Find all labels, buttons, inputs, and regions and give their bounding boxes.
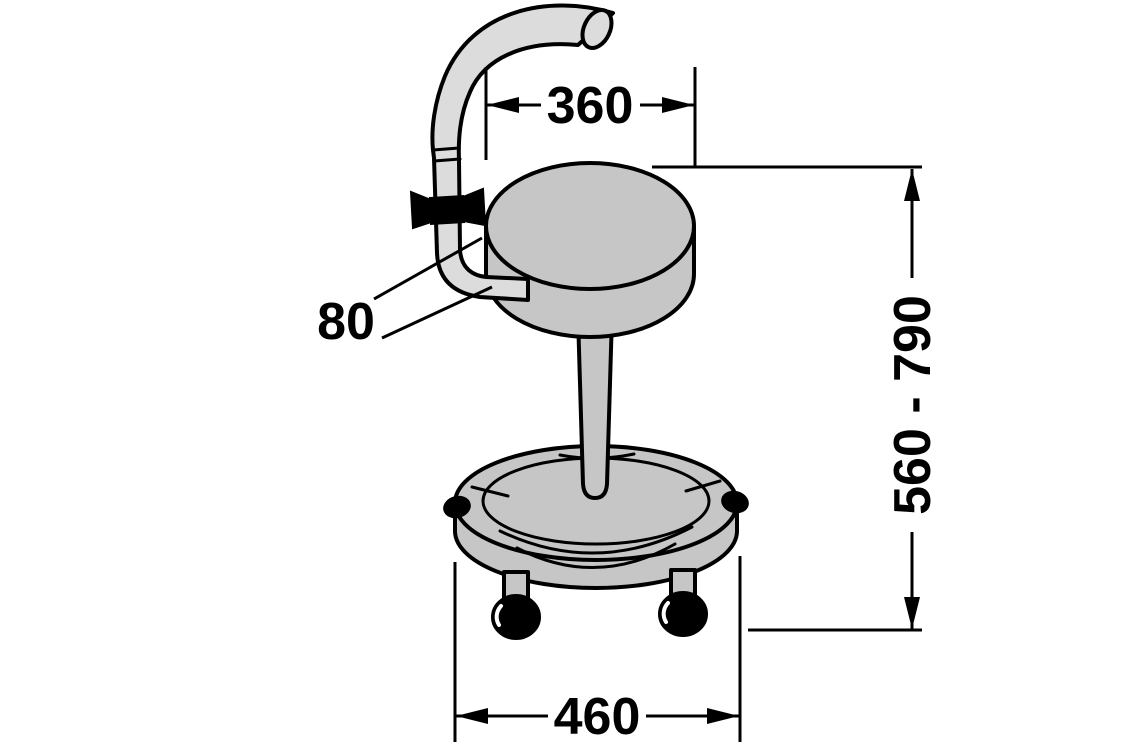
leader-line-upper bbox=[373, 236, 483, 301]
dim-seat-thickness-label: 80 bbox=[317, 293, 375, 351]
dim-seat-height: 560 - 790 bbox=[652, 165, 942, 632]
seat-top-surface bbox=[484, 161, 696, 291]
dim-base-diameter-label: 460 bbox=[554, 688, 641, 746]
handle-tube bbox=[430, 3, 615, 302]
leader-line-lower bbox=[381, 285, 493, 340]
caster-side-left bbox=[443, 495, 471, 519]
dim-base-arrow-right bbox=[707, 708, 739, 724]
handle-telescope-joint-lower bbox=[432, 157, 462, 163]
base-front-groove-inner bbox=[515, 542, 677, 569]
dim-height-arrow-down bbox=[904, 597, 920, 629]
seat bbox=[484, 161, 696, 339]
dim-base-arrow-left bbox=[456, 708, 488, 724]
caster-front-right bbox=[658, 568, 708, 637]
caster-side-right bbox=[721, 490, 749, 514]
dim-seat-diameter-label: 360 bbox=[547, 77, 634, 135]
clamp-wing-left bbox=[409, 190, 432, 230]
dim-height-arrow-up bbox=[904, 169, 920, 201]
caster-glint-right bbox=[661, 601, 670, 624]
handle-end-cap bbox=[580, 8, 614, 50]
clamp-band bbox=[428, 194, 466, 226]
base-front-groove-outer bbox=[498, 525, 694, 555]
dim-seat-thickness: 80 bbox=[317, 236, 493, 351]
column-shaft bbox=[576, 314, 614, 500]
dim-seat-height-label: 560 - 790 bbox=[884, 295, 942, 515]
dim-seat-arrow-right bbox=[662, 97, 694, 113]
clamp-wing-right bbox=[461, 187, 487, 227]
handle-telescope-joint-upper bbox=[431, 146, 461, 152]
base-rib-right bbox=[684, 479, 722, 493]
caster-wheel-left bbox=[491, 594, 541, 640]
dim-seat-arrow-left bbox=[487, 97, 519, 113]
handle-arm bbox=[409, 3, 615, 302]
dim-seat-diameter: 360 bbox=[484, 67, 697, 166]
seat-column bbox=[576, 314, 614, 500]
caster-front-left bbox=[491, 570, 541, 640]
caster-wheel-right bbox=[658, 591, 708, 637]
caster-glint-left bbox=[494, 604, 503, 627]
base-rib-left bbox=[470, 485, 510, 498]
handle-clamp bbox=[409, 187, 487, 230]
dim-base-diameter: 460 bbox=[453, 556, 742, 746]
